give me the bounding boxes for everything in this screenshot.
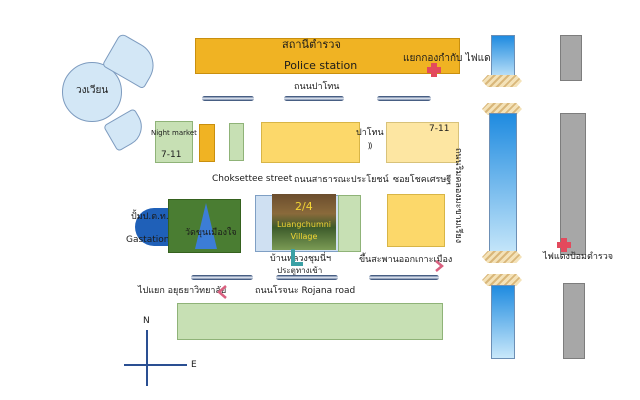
police-station-label-th: สถานีตำรวจ: [282, 38, 341, 51]
canal-column-mid: [489, 113, 517, 257]
road-paithon-mid-marks: ⸩: [368, 141, 373, 150]
road-top-right: [377, 96, 431, 101]
police-station-block: [195, 38, 460, 74]
police-station-label-en: Police station: [284, 59, 358, 72]
bridge-cap-3: [482, 251, 522, 263]
wat-temple-icon: [195, 203, 217, 249]
road-top-left: [202, 96, 254, 101]
traffic-light-marker-icon: [427, 63, 441, 77]
central-building: [261, 122, 360, 163]
compass-north-label: N: [143, 316, 150, 326]
road-paithon-label: ถนนปาโทน: [294, 82, 340, 92]
gas-station-label-en: Gastation: [126, 235, 170, 245]
police-booth-label: ไฟแดงป้อมตำรวจ: [543, 252, 614, 262]
wat-label: วัดขุนเมืองใจ: [185, 228, 237, 238]
hotel-photo: [272, 194, 336, 250]
bridge-cap-4: [482, 274, 522, 286]
grey-column-mid: [560, 113, 586, 255]
small-building-green: [229, 123, 244, 161]
road-bottom-right: [369, 275, 439, 280]
road-rojana-label: ถนนโรจนะ Rojana road: [255, 286, 356, 296]
grey-column-top: [560, 35, 582, 81]
direction-arrow-right-icon: [435, 260, 444, 272]
bridge-cap-2: [482, 103, 522, 115]
to-ayutthaya-label: ไปแยก อยุธยาวิทยาลัย: [138, 286, 227, 296]
road-east-vertical-label: ถนนริมคลองมะขามเรียง: [453, 147, 464, 244]
roundabout-label: วงเวียน: [76, 85, 109, 96]
compass-icon: [124, 330, 187, 386]
canal-column-bottom: [491, 285, 515, 359]
small-building-orange: [199, 124, 215, 162]
direction-arrow-left-icon: [217, 285, 227, 299]
night-market-label: Night market: [151, 129, 197, 137]
road-bottom-mid: [276, 275, 338, 280]
entrance-marker: [291, 249, 295, 263]
hotel-rating: 2/4: [295, 200, 313, 213]
canal-column-top: [491, 35, 515, 81]
road-bottom-left: [191, 275, 253, 280]
intersection-police-label: แยกกองกำกับ ไฟแดง: [403, 53, 496, 64]
compass-east-label: E: [191, 360, 197, 370]
soi-chok-label: ซอยโชคเศรษฐี: [393, 175, 452, 185]
bottom-green-area: [177, 303, 443, 340]
gas-station-label-th: ปั้มป.ต.ท.: [131, 212, 169, 222]
police-booth-marker-icon: [557, 238, 571, 252]
hotel-label-th: บ้านหลวงชุมนี่ฯ: [270, 254, 332, 264]
seven-eleven-right-building: [386, 122, 459, 163]
hotel-side-green: [338, 195, 361, 252]
grey-column-bottom: [563, 283, 585, 359]
night-market: [155, 121, 193, 163]
road-paithon-mid-label: ปาโทน: [356, 128, 384, 138]
road-satharana-label: ถนนสาธารณะประโยชน์: [294, 175, 389, 185]
hotel-entrance-label: ประตูทางเข้า: [277, 266, 323, 275]
hotel-name: Luangchumni Village: [276, 220, 332, 241]
seven-eleven-left-label: 7-11: [161, 150, 182, 160]
choksettee-street-label: Choksettee street: [212, 174, 293, 184]
roundabout: [62, 62, 122, 122]
seven-eleven-right-label: 7-11: [429, 124, 450, 134]
koh-muang-label: ขึ้นสะพานออกเกาะเมือง: [359, 255, 453, 265]
entrance-marker-base: [291, 262, 303, 266]
road-top-mid: [284, 96, 344, 101]
building-koh-muang: [387, 194, 445, 247]
bridge-cap-1: [482, 75, 522, 87]
wat-area: [168, 199, 241, 253]
